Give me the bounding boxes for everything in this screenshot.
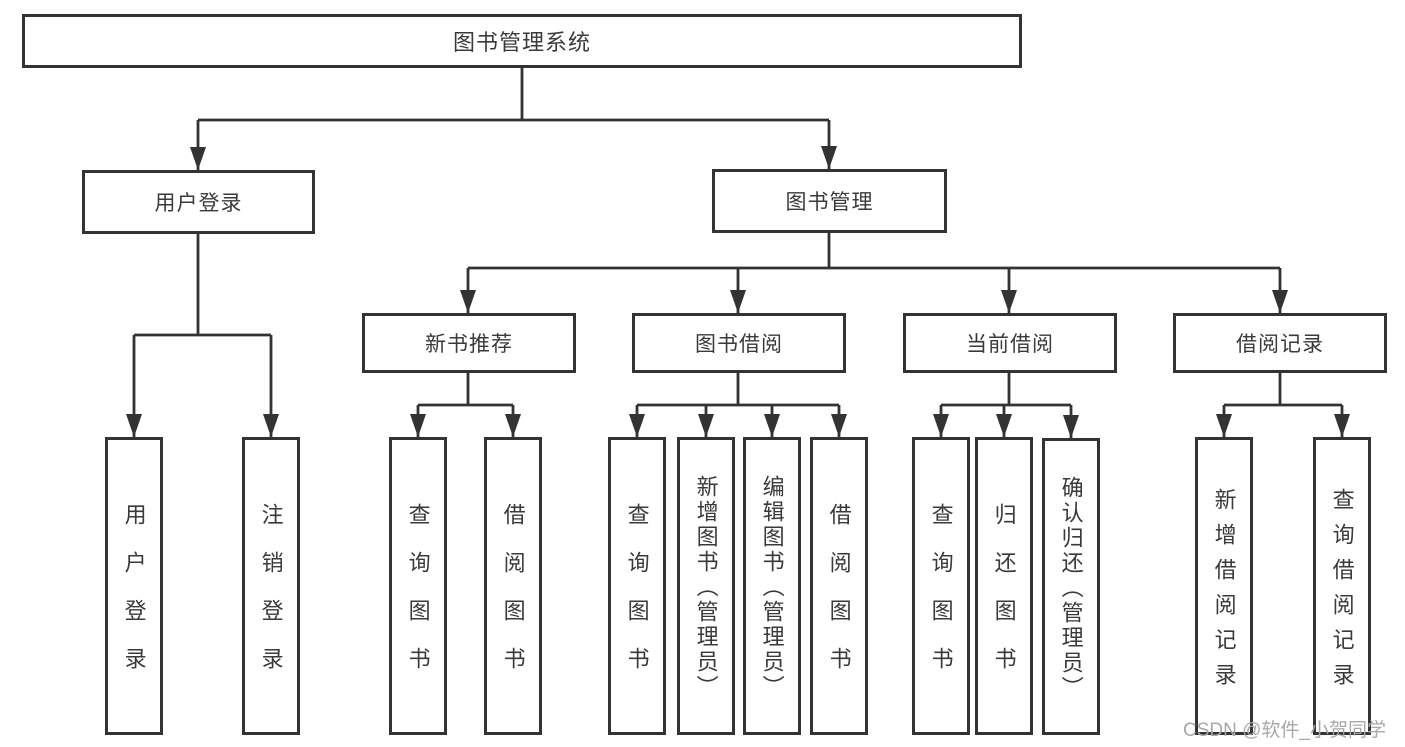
connector-borrow-records-trunk — [1224, 373, 1342, 407]
node-label: 用户登录 — [121, 503, 147, 695]
node-label: 编辑图书（管理员） — [759, 475, 785, 700]
leaf-confirm-return-admin: 确认归还（管理员） — [1042, 438, 1100, 735]
node-label: 借阅图书 — [500, 503, 526, 695]
node-label: 查询图书 — [928, 503, 954, 695]
node-label: 新书推荐 — [425, 333, 513, 356]
node-root-system: 图书管理系统 — [22, 14, 1022, 68]
leaf-borrow-books: 借阅图书 — [810, 437, 868, 735]
connector-new-book-trunk — [418, 373, 513, 407]
leaf-add-borrow-record: 新增借阅记录 — [1195, 437, 1253, 735]
leaf-user-login: 用户登录 — [105, 437, 163, 735]
node-label: 确认归还（管理员） — [1058, 475, 1084, 701]
node-label: 图书管理系统 — [452, 30, 591, 55]
node-book-borrow: 图书借阅 — [632, 313, 846, 373]
node-label: 查询图书 — [405, 503, 431, 695]
node-borrow-records: 借阅记录 — [1173, 313, 1387, 373]
node-new-book-recommend: 新书推荐 — [362, 313, 576, 373]
connector-arrows — [126, 120, 1350, 438]
connector-book-borrow-trunk — [637, 373, 839, 407]
leaf-edit-books-admin: 编辑图书（管理员） — [743, 437, 801, 735]
node-label: 新增图书（管理员） — [693, 475, 719, 700]
node-label: 新增借阅记录 — [1211, 487, 1237, 698]
leaf-query-books-recommend: 查询图书 — [389, 437, 447, 735]
node-current-borrow: 当前借阅 — [903, 313, 1117, 373]
node-label: 查询图书 — [624, 503, 650, 695]
leaf-return-books: 归还图书 — [975, 437, 1033, 735]
connector-book-mgmt-trunk — [468, 232, 1280, 270]
leaf-query-books-current: 查询图书 — [912, 437, 970, 735]
leaf-borrow-books-recommend: 借阅图书 — [484, 437, 542, 735]
leaf-add-books-admin: 新增图书（管理员） — [677, 437, 735, 735]
node-label: 图书管理 — [785, 191, 874, 214]
leaf-query-borrow-record: 查询借阅记录 — [1313, 437, 1371, 735]
node-label: 当前借阅 — [966, 333, 1054, 356]
node-label: 查询借阅记录 — [1329, 487, 1355, 698]
leaf-query-books-borrow: 查询图书 — [608, 437, 666, 735]
csdn-watermark: CSDN @软件_小贺同学 — [1183, 720, 1386, 741]
connector-root-trunk — [198, 68, 829, 122]
node-label: 借阅记录 — [1236, 333, 1324, 356]
node-label: 注销登录 — [258, 503, 284, 695]
node-label: 归还图书 — [991, 503, 1017, 695]
leaf-logout: 注销登录 — [242, 437, 300, 735]
connector-user-login-trunk — [134, 233, 271, 337]
node-label: 图书借阅 — [695, 333, 783, 356]
node-book-management: 图书管理 — [712, 169, 947, 233]
node-user-login: 用户登录 — [82, 170, 315, 234]
connector-current-borrow-trunk — [941, 373, 1071, 407]
node-label: 用户登录 — [154, 192, 243, 215]
node-label: 借阅图书 — [826, 503, 852, 695]
